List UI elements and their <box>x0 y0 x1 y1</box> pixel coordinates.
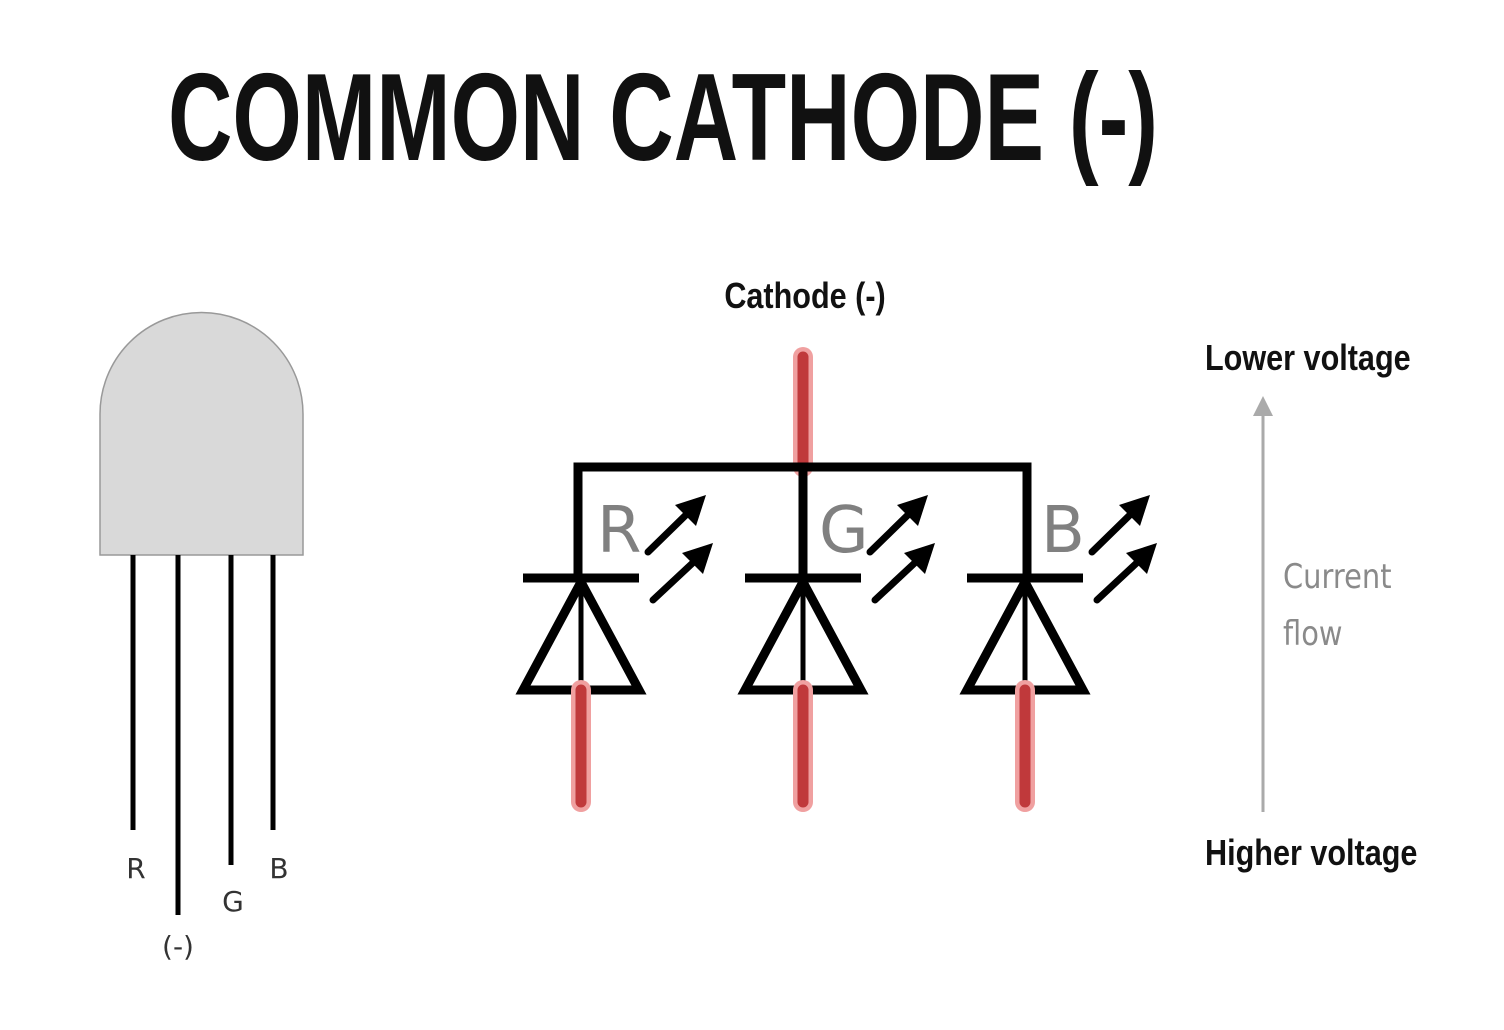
diode-label: R <box>597 494 641 568</box>
current-flow-label-line2: flow <box>1283 615 1343 654</box>
current-flow-arrow-head-icon <box>1253 396 1273 416</box>
cathode-label: Cathode (-) <box>724 277 885 317</box>
light-emission-arrow-icon <box>1126 543 1157 574</box>
led-body <box>99 311 304 556</box>
page-title: COMMON CATHODE (-) <box>168 48 1158 187</box>
higher-voltage-label: Higher voltage <box>1205 834 1417 874</box>
diode-green: G <box>737 494 935 812</box>
light-emission-arrow-shaft <box>871 554 924 604</box>
lower-voltage-label: Lower voltage <box>1205 339 1411 379</box>
diode-label: G <box>819 494 869 568</box>
light-emission-arrow-icon <box>1119 495 1150 526</box>
light-emission-arrow-shaft <box>1093 554 1146 604</box>
pin-cathode-label: (-) <box>162 930 194 963</box>
diode-blue: B <box>959 494 1157 812</box>
light-emission-arrow-shaft <box>1088 506 1139 556</box>
light-emission-arrow-icon <box>675 495 706 526</box>
current-flow-label-line1: Current <box>1283 558 1392 597</box>
light-emission-arrow-shaft <box>644 506 695 556</box>
schematic: Cathode (-) R G B <box>515 277 1157 812</box>
rgb-led-package: R (-) G B <box>99 311 304 963</box>
light-emission-arrow-icon <box>897 495 928 526</box>
pin-g-label: G <box>222 885 244 918</box>
light-emission-arrow-icon <box>904 543 935 574</box>
pin-r-label: R <box>126 852 145 885</box>
light-emission-arrow-shaft <box>649 554 702 604</box>
diode-red: R <box>515 494 713 812</box>
diode-label: B <box>1041 494 1085 568</box>
light-emission-arrow-shaft <box>866 506 917 556</box>
current-flow-indicator: Lower voltage Current flow Higher voltag… <box>1205 339 1417 874</box>
pin-b-label: B <box>269 852 288 885</box>
light-emission-arrow-icon <box>682 543 713 574</box>
